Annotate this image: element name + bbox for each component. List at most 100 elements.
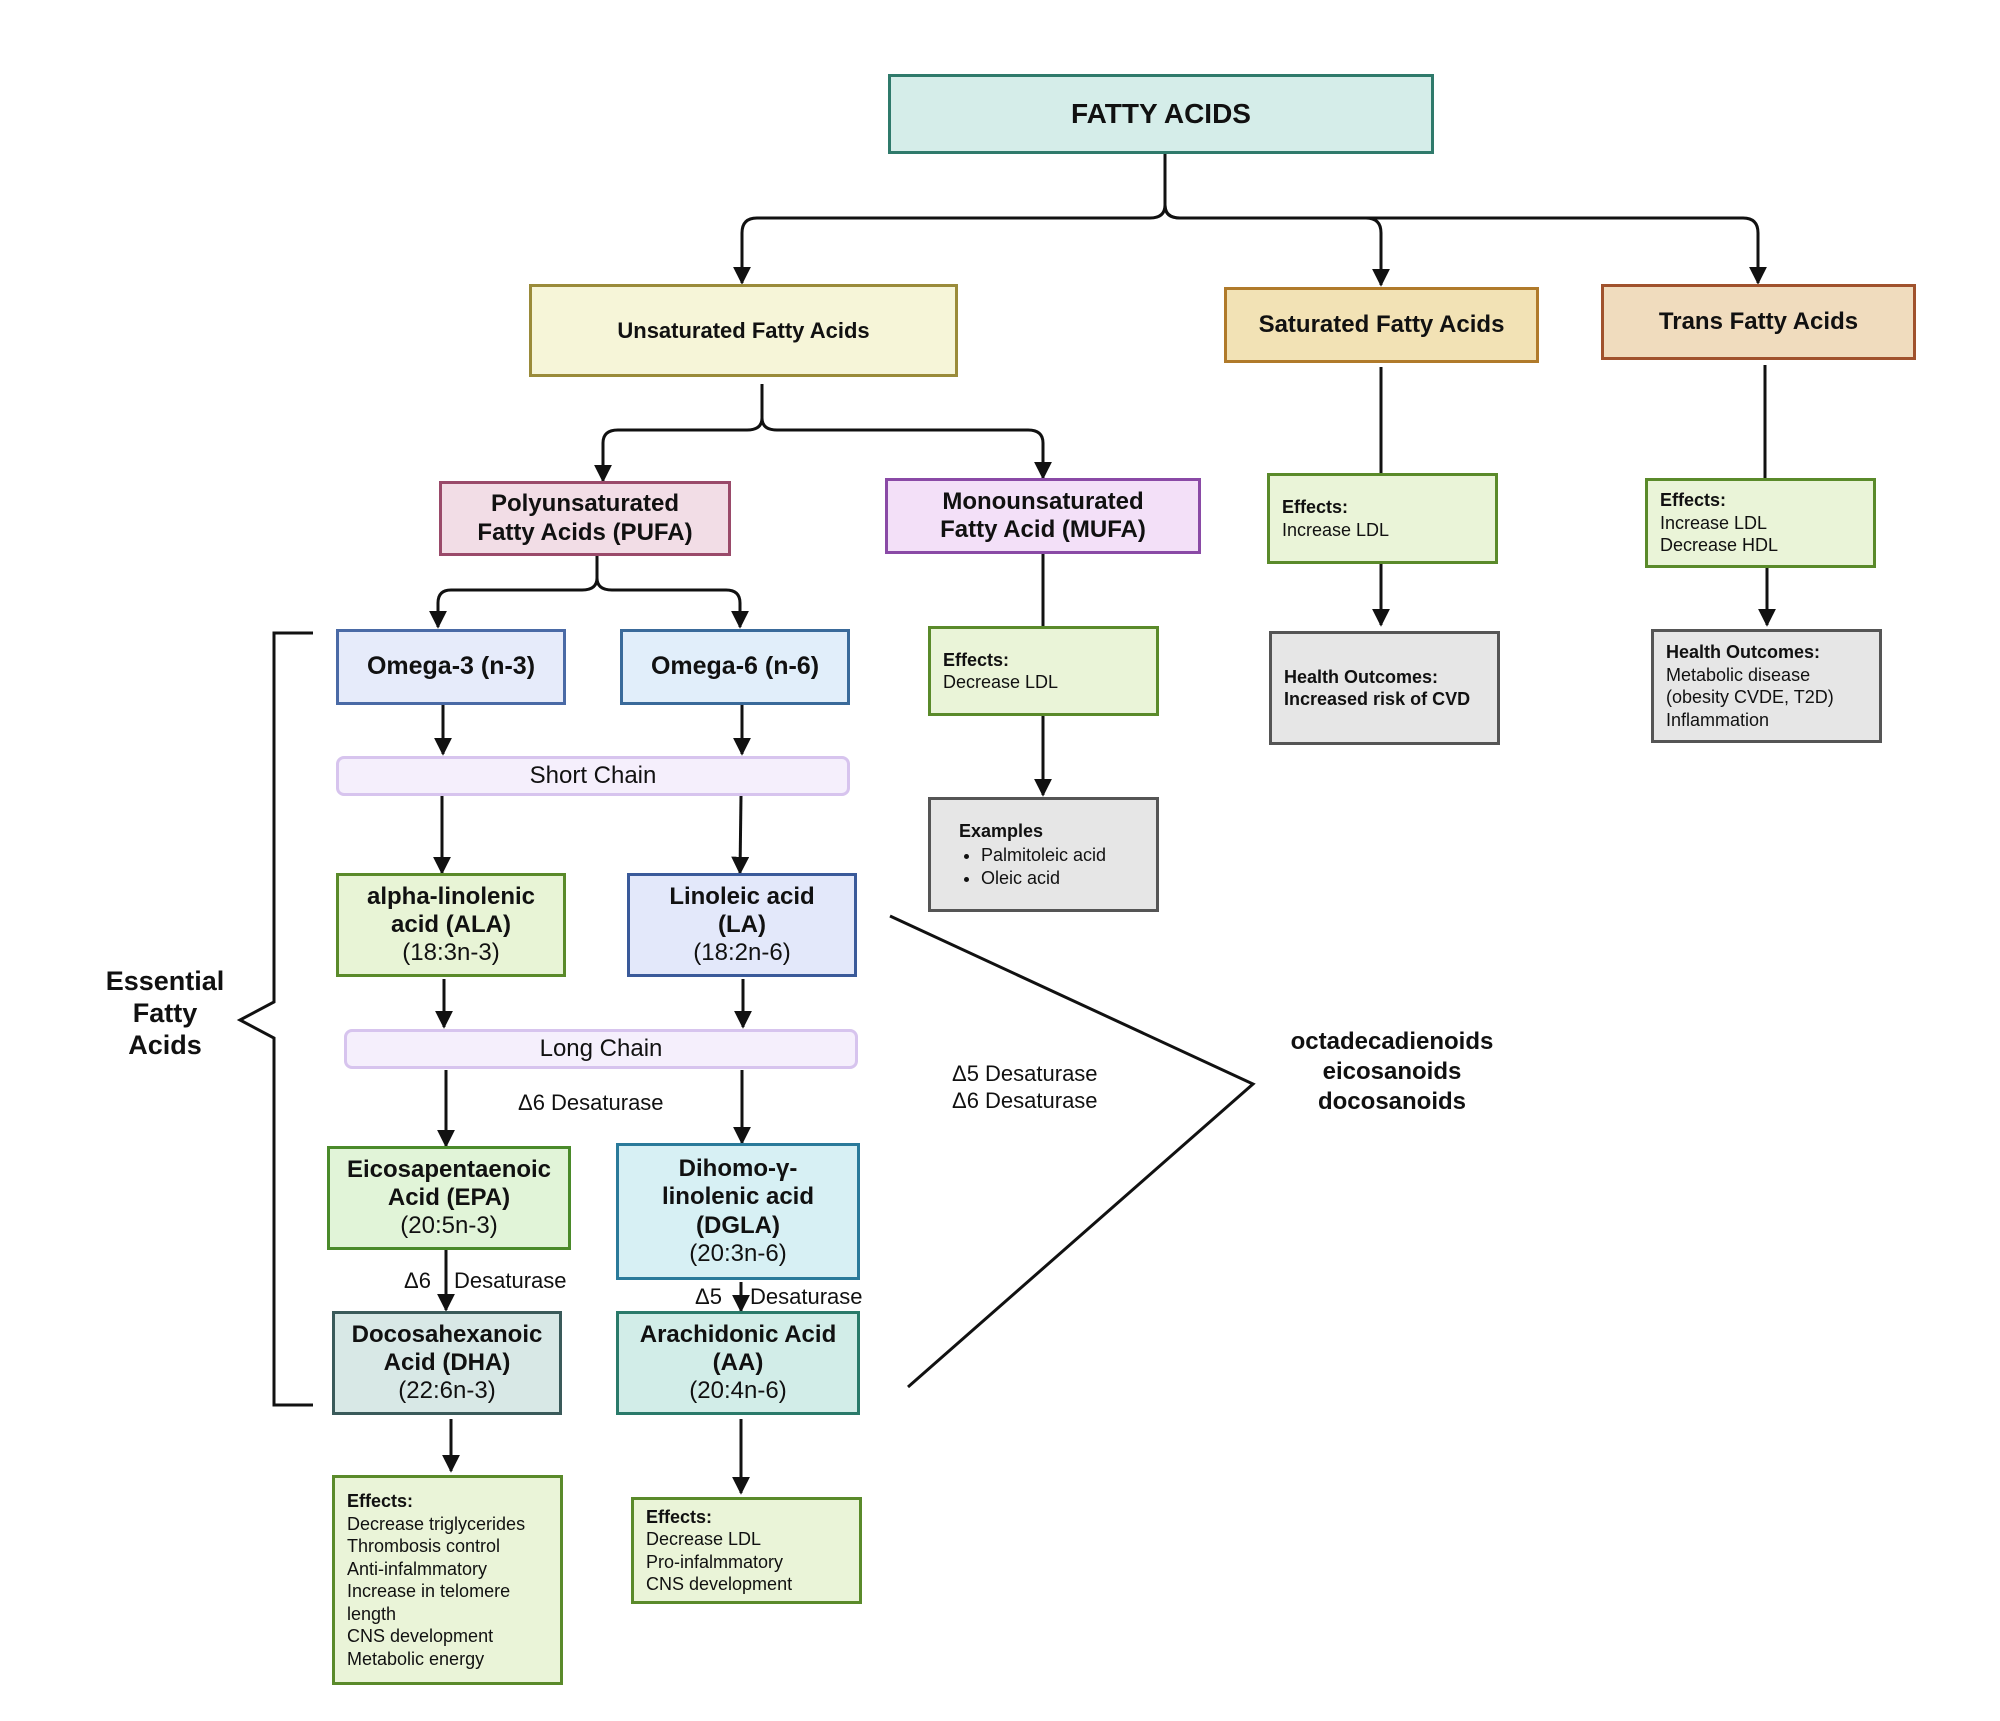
- essential-line-3: Acids: [128, 1029, 202, 1060]
- dgla-line-1: Dihomo-γ-: [678, 1155, 798, 1183]
- aa-line-2: (AA): [712, 1348, 764, 1376]
- ala-formula: (18:3n-3): [402, 939, 500, 967]
- trans-health-line-2: (obesity CVDE, T2D): [1666, 687, 1834, 707]
- arrow-unsat-pufa: [594, 384, 764, 483]
- mufa-examples-heading: Examples: [959, 820, 1044, 841]
- mufa-effects-line: Decrease LDL: [943, 672, 1059, 692]
- dgla-formula: (20:3n-6): [689, 1239, 787, 1267]
- products-label: octadecadienoids eicosanoids docosanoids: [1262, 1027, 1522, 1117]
- dgla-node: Dihomo-γ- linolenic acid (DGLA) (20:3n-6…: [616, 1143, 860, 1280]
- saturated-health-heading: Health Outcomes:: [1284, 666, 1439, 687]
- trans-effects-line-1: Increase LDL: [1660, 512, 1768, 533]
- mufa-node: Monounsaturated Fatty Acid (MUFA): [885, 478, 1201, 554]
- omega6-node: Omega-6 (n-6): [620, 629, 850, 705]
- dha-line-2: Acid (DHA): [383, 1348, 511, 1376]
- epa-formula: (20:5n-3): [400, 1212, 498, 1240]
- la-line-2: (LA): [718, 910, 766, 938]
- dgla-line-2: linolenic acid: [661, 1183, 815, 1211]
- ala-line-2: acid (ALA): [391, 910, 511, 938]
- trans-node: Trans Fatty Acids: [1601, 284, 1916, 360]
- trans-effects-heading: Effects:: [1660, 490, 1727, 511]
- mufa-examples-list: Palmitoleic acid Oleic acid: [959, 844, 1144, 889]
- desaturase-label-epa: Desaturase: [454, 1268, 567, 1293]
- fatty-acids-label: FATTY ACIDS: [1071, 97, 1251, 129]
- dha-effects-box: Effects: Decrease triglycerides Thrombos…: [332, 1475, 563, 1685]
- la-line-1: Linoleic acid: [669, 882, 815, 910]
- saturated-label: Saturated Fatty Acids: [1258, 310, 1505, 338]
- product-docosanoids: docosanoids: [1317, 1088, 1467, 1115]
- arrow-unsat-mufa: [760, 417, 1052, 480]
- omega3-label: Omega-3 (n-3): [366, 652, 536, 681]
- example-item: Palmitoleic acid: [981, 844, 1144, 867]
- mufa-effects-box: Effects: Decrease LDL: [928, 626, 1159, 716]
- example-item: Oleic acid: [981, 867, 1144, 890]
- mufa-examples-box: Examples Palmitoleic acid Oleic acid: [928, 797, 1159, 912]
- saturated-health-box: Health Outcomes: Increased risk of CVD: [1269, 631, 1500, 745]
- aa-line-1: Arachidonic Acid: [639, 1320, 837, 1348]
- products-chevron: [889, 914, 1256, 1389]
- dha-formula: (22:6n-3): [398, 1377, 496, 1405]
- short-chain-bar: Short Chain: [336, 756, 850, 796]
- dgla-line-3: (DGLA): [696, 1211, 780, 1239]
- fatty-acids-node: FATTY ACIDS: [888, 74, 1434, 154]
- arrow-pufa-omega6: [595, 577, 749, 629]
- essential-fatty-acids-label: Essential Fatty Acids: [95, 966, 235, 1062]
- arrow-root-unsaturated: [733, 154, 1167, 285]
- aa-node: Arachidonic Acid (AA) (20:4n-6): [616, 1311, 860, 1415]
- long-chain-label: Long Chain: [539, 1035, 663, 1062]
- mufa-effects-heading: Effects:: [943, 649, 1010, 670]
- delta6-desaturase-label: Δ6 Desaturase: [518, 1090, 664, 1115]
- arrow-short-la: [731, 795, 750, 875]
- pufa-line-1: Polyunsaturated: [490, 490, 680, 518]
- unsaturated-label: Unsaturated Fatty Acids: [617, 317, 870, 343]
- delta5-desaturase-right-label: Δ5 Desaturase: [952, 1061, 1098, 1086]
- trans-health-line-3: Inflammation: [1666, 709, 1770, 730]
- arrow-pufa-omega3: [429, 555, 599, 629]
- omega6-label: Omega-6 (n-6): [650, 652, 820, 681]
- omega3-node: Omega-3 (n-3): [336, 629, 566, 705]
- ala-line-1: alpha-linolenic: [366, 882, 536, 910]
- desaturase-label-dgla: Desaturase: [750, 1284, 863, 1309]
- dha-effects-line-7: Metabolic energy: [347, 1648, 485, 1669]
- aa-formula: (20:4n-6): [689, 1377, 787, 1405]
- essential-brace: [236, 631, 313, 1407]
- dha-line-1: Docosahexanoic: [351, 1320, 543, 1348]
- unsaturated-node: Unsaturated Fatty Acids: [529, 284, 958, 377]
- dha-effects-line-5: length: [347, 1603, 397, 1624]
- dha-effects-line-6: CNS development: [347, 1626, 494, 1646]
- saturated-health-line: Increased risk of CVD: [1284, 689, 1471, 709]
- delta6-desaturase-right-label: Δ6 Desaturase: [952, 1088, 1098, 1113]
- aa-effects-box: Effects: Decrease LDL Pro-infalmmatory C…: [631, 1497, 862, 1604]
- pufa-node: Polyunsaturated Fatty Acids (PUFA): [439, 481, 731, 556]
- epa-line-1: Eicosapentaenoic: [346, 1155, 552, 1183]
- aa-effects-line-2: Pro-infalmmatory: [646, 1551, 784, 1572]
- trans-health-heading: Health Outcomes:: [1666, 642, 1821, 662]
- trans-label: Trans Fatty Acids: [1658, 307, 1859, 335]
- essential-line-2: Fatty: [132, 997, 198, 1028]
- delta5-label: Δ5: [695, 1284, 722, 1309]
- short-chain-label: Short Chain: [529, 762, 657, 789]
- dha-effects-line-3: Anti-infalmmatory: [347, 1558, 488, 1579]
- delta6-label: Δ6: [404, 1268, 431, 1293]
- la-node: Linoleic acid (LA) (18:2n-6): [627, 873, 857, 977]
- epa-node: Eicosapentaenoic Acid (EPA) (20:5n-3): [327, 1146, 571, 1250]
- dha-node: Docosahexanoic Acid (DHA) (22:6n-3): [332, 1311, 562, 1415]
- saturated-node: Saturated Fatty Acids: [1224, 287, 1539, 363]
- trans-effects-line-2: Decrease HDL: [1660, 535, 1779, 556]
- dha-effects-line-4: Increase in telomere: [347, 1581, 511, 1601]
- trans-effects-box: Effects: Increase LDL Decrease HDL: [1645, 478, 1876, 568]
- saturated-effects-box: Effects: Increase LDL: [1267, 473, 1498, 564]
- aa-effects-line-1: Decrease LDL: [646, 1529, 762, 1549]
- aa-effects-line-3: CNS development: [646, 1574, 793, 1594]
- product-octadecadienoids: octadecadienoids: [1290, 1028, 1494, 1055]
- essential-line-1: Essential: [105, 966, 225, 996]
- dha-effects-heading: Effects:: [347, 1491, 414, 1511]
- saturated-effects-heading: Effects:: [1282, 497, 1349, 517]
- dha-effects-line-2: Thrombosis control: [347, 1536, 501, 1556]
- trans-health-box: Health Outcomes: Metabolic disease (obes…: [1651, 629, 1882, 743]
- trans-health-line-1: Metabolic disease: [1666, 664, 1811, 685]
- mufa-line-1: Monounsaturated: [942, 487, 1144, 515]
- mufa-line-2: Fatty Acid (MUFA): [940, 516, 1146, 543]
